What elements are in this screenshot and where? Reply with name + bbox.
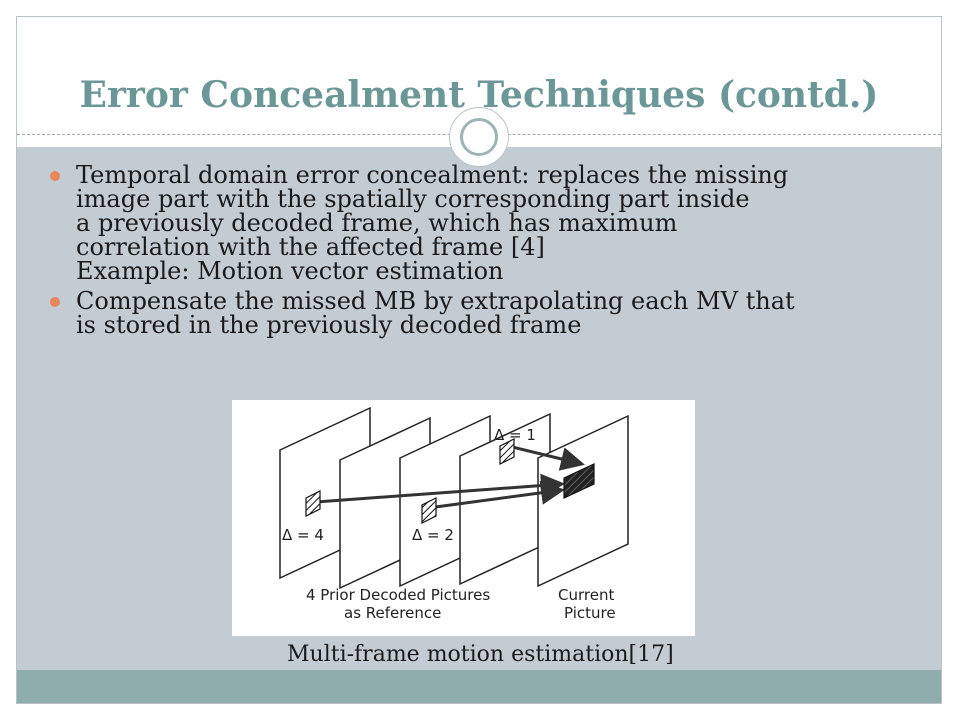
footer-bar — [17, 670, 941, 703]
ring-icon — [460, 118, 498, 156]
bullet-line: is stored in the previously decoded fram… — [76, 311, 582, 339]
bullet-line: Example: Motion vector estimation — [76, 257, 504, 285]
reference-label: as Reference — [344, 604, 441, 622]
bullet-item: Compensate the missed MB by extrapolatin… — [50, 289, 910, 337]
bullet-item: Temporal domain error concealment: repla… — [50, 163, 910, 283]
bullet-line: image part with the spatially correspond… — [76, 185, 750, 213]
bullet-line: a previously decoded frame, which has ma… — [76, 209, 678, 237]
current-frame — [537, 414, 629, 588]
delta-label: Δ = 2 — [412, 526, 454, 544]
motion-vector-arrow — [507, 444, 585, 471]
delta-label: Δ = 4 — [282, 526, 324, 544]
motion-estimation-figure: Δ = 4 Δ = 2 Δ = 1 4 Prior Decoded Pictur… — [232, 400, 695, 636]
current-label: Current — [558, 586, 614, 604]
motion-vector-arrow — [315, 473, 565, 504]
bullet-line: Temporal domain error concealment: repla… — [76, 161, 789, 189]
bullet-line: Compensate the missed MB by extrapolatin… — [76, 287, 795, 315]
motion-vector-arrow — [427, 480, 565, 510]
bullet-list: Temporal domain error concealment: repla… — [50, 163, 910, 343]
figure-diagram: Δ = 4 Δ = 2 Δ = 1 4 Prior Decoded Pictur… — [279, 406, 629, 622]
circle-ornament-icon — [449, 107, 509, 167]
current-label: Picture — [564, 604, 616, 622]
current-block — [563, 463, 595, 499]
bullet-dot-icon — [50, 297, 60, 307]
reference-block — [305, 490, 321, 517]
reference-label: 4 Prior Decoded Pictures — [306, 586, 490, 604]
delta-label: Δ = 1 — [494, 426, 536, 444]
figure-caption: Multi-frame motion estimation[17] — [287, 642, 674, 667]
reference-block — [421, 497, 437, 524]
reference-block — [499, 438, 515, 465]
bullet-dot-icon — [50, 171, 60, 181]
bullet-line: correlation with the affected frame [4] — [76, 233, 545, 261]
